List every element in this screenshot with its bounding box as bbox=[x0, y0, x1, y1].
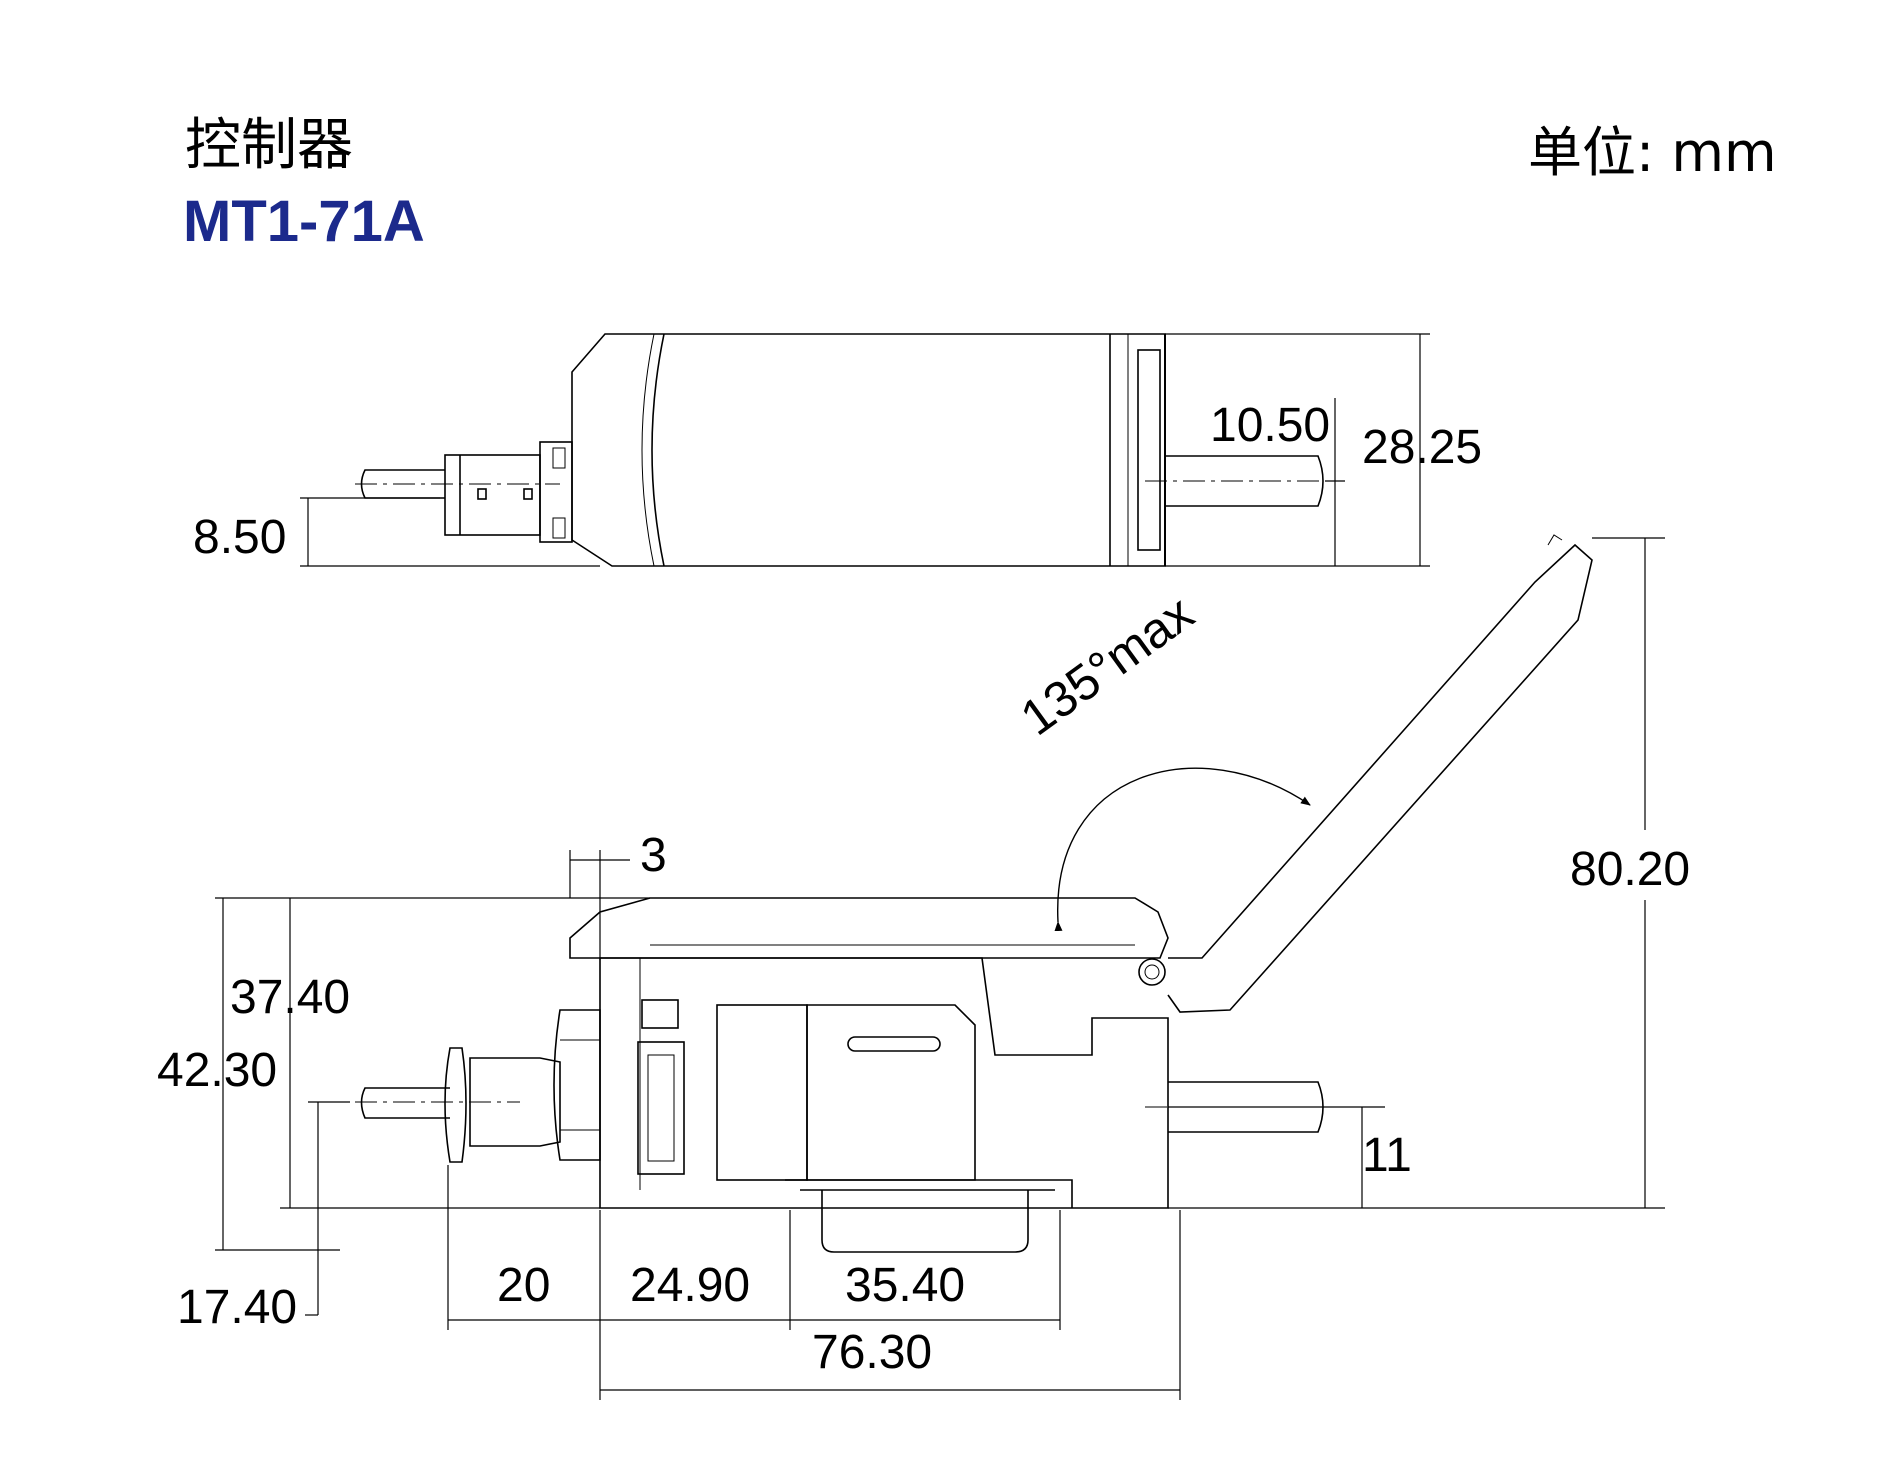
side-connector-flange bbox=[444, 1047, 467, 1163]
dim-open-cover-height: 80.20 bbox=[1570, 843, 1691, 896]
model-number: MT1-71A bbox=[183, 189, 425, 254]
dim-total-height-front: 42.30 bbox=[157, 1044, 278, 1097]
side-view bbox=[360, 534, 1593, 1253]
side-body-outline bbox=[599, 957, 1169, 1209]
top-body-curve bbox=[651, 333, 665, 567]
dim-cover-overhang: 3 bbox=[640, 829, 667, 882]
side-connector-nut bbox=[553, 1009, 601, 1161]
top-end-plate bbox=[1137, 349, 1161, 551]
din-rail-clip bbox=[785, 1179, 1073, 1253]
unit-label: 单位: mm bbox=[1528, 121, 1777, 184]
dim-connector-length: 20 bbox=[497, 1259, 551, 1312]
dim-body-length: 76.30 bbox=[812, 1326, 933, 1379]
side-left-cable bbox=[360, 1087, 450, 1119]
dim-right-axis-height: 10.50 bbox=[1210, 399, 1331, 452]
top-right-cable bbox=[1165, 455, 1324, 507]
cover-angle-arc bbox=[1054, 767, 1311, 932]
dim-cable-axis-height: 11 bbox=[1362, 1129, 1412, 1182]
dim-front-to-rail: 24.90 bbox=[630, 1259, 751, 1312]
dim-total-height-top: 28.25 bbox=[1362, 421, 1483, 474]
cover-closed bbox=[569, 897, 1169, 959]
cover-open bbox=[1167, 543, 1593, 1013]
inner-panel-right bbox=[806, 1004, 976, 1181]
title-label: 控制器 bbox=[185, 113, 353, 178]
hinge bbox=[1138, 958, 1166, 986]
slot bbox=[847, 1036, 941, 1052]
dim-rail-width: 35.40 bbox=[845, 1259, 966, 1312]
dim-connector-axis-height: 17.40 bbox=[177, 1281, 298, 1334]
top-body-outline bbox=[571, 333, 1166, 567]
front-display-window bbox=[637, 1041, 685, 1175]
inner-panel-left bbox=[716, 1004, 808, 1181]
front-label-square bbox=[641, 999, 679, 1029]
side-connector-body bbox=[469, 1057, 561, 1147]
dim-left-axis-height: 8.50 bbox=[193, 511, 287, 564]
top-view bbox=[360, 333, 1324, 567]
